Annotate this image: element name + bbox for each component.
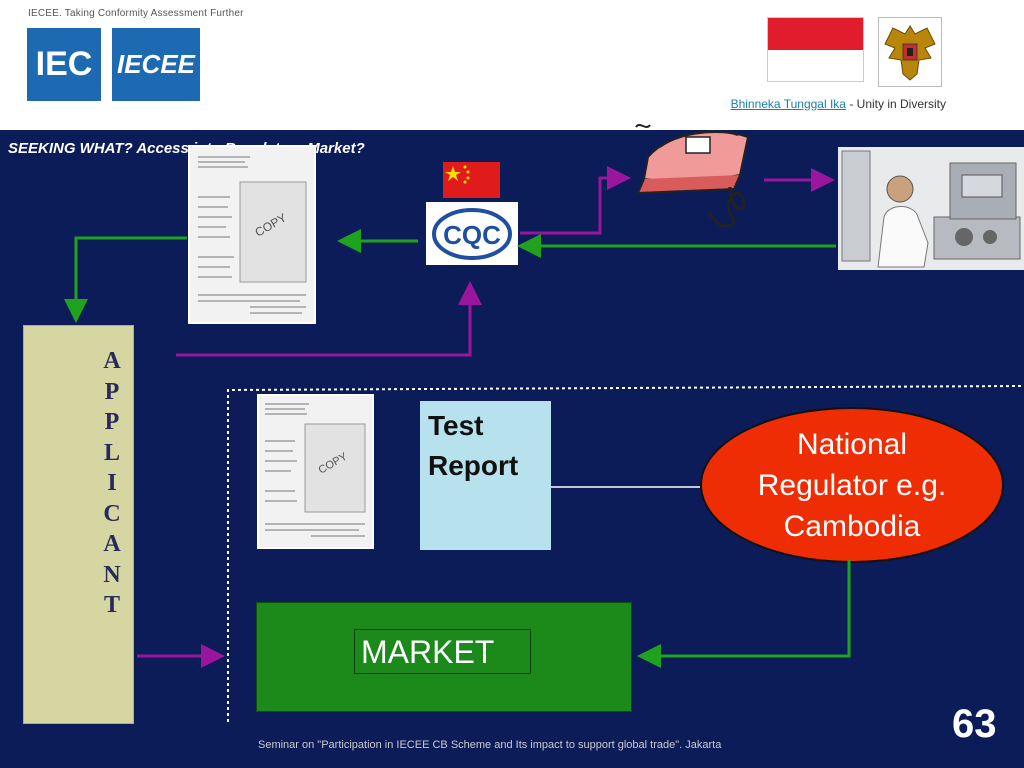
applicant-letter: I bbox=[107, 470, 117, 496]
applicant-letter: P bbox=[104, 409, 120, 435]
test-report-label: Test Report bbox=[428, 410, 519, 481]
purple-arrow bbox=[176, 281, 482, 357]
engineer-photo bbox=[838, 147, 1024, 270]
garuda-emblem bbox=[878, 17, 942, 87]
market-label: MARKET bbox=[354, 629, 531, 674]
ccc-label: CQC bbox=[443, 220, 501, 250]
zone-border bbox=[227, 385, 1024, 722]
applicant-letter: A bbox=[103, 531, 121, 557]
motto-text: - Unity in Diversity bbox=[845, 97, 946, 111]
motto: Bhinneka Tunggal Ika - Unity in Diversit… bbox=[731, 97, 946, 111]
national-regulator: National Regulator e.g. Cambodia bbox=[700, 407, 1004, 563]
applicant-letter: P bbox=[104, 378, 120, 405]
applicant-letter: L bbox=[103, 439, 120, 466]
certificate-document-copy: COPY bbox=[257, 394, 374, 549]
market-box bbox=[256, 602, 632, 712]
tagline: IECEE. Taking Conformity Assessment Furt… bbox=[28, 8, 244, 19]
green-arrow bbox=[64, 236, 187, 323]
motto-link[interactable]: Bhinneka Tunggal Ika bbox=[730, 97, 846, 111]
footer-note: Seminar on "Participation in IECEE CB Sc… bbox=[258, 739, 722, 751]
iron-icon bbox=[630, 117, 762, 237]
applicant-box bbox=[23, 325, 134, 724]
green-arrow bbox=[637, 560, 851, 668]
test-report-box: Test Report bbox=[420, 401, 551, 550]
iec-logo: IEC bbox=[27, 28, 101, 101]
purple-arrow bbox=[520, 166, 631, 235]
indonesia-flag bbox=[767, 17, 864, 82]
applicant-letter: N bbox=[103, 561, 121, 588]
national-regulator-label: National Regulator e.g. Cambodia bbox=[757, 427, 947, 543]
certificate-document: COPY bbox=[188, 145, 316, 324]
applicant-letter: C bbox=[103, 500, 121, 527]
applicant-letter: T bbox=[103, 592, 120, 618]
applicant-letter: A bbox=[103, 348, 121, 374]
header-band: IECEE. Taking Conformity Assessment Furt… bbox=[0, 0, 1024, 130]
page-number: 63 bbox=[952, 702, 997, 746]
applicant-label: A P P L I C A N T bbox=[100, 346, 124, 621]
iecee-logo: IECEE bbox=[112, 28, 200, 101]
china-flag bbox=[443, 162, 500, 198]
ccc-mark: CQC bbox=[426, 202, 518, 265]
